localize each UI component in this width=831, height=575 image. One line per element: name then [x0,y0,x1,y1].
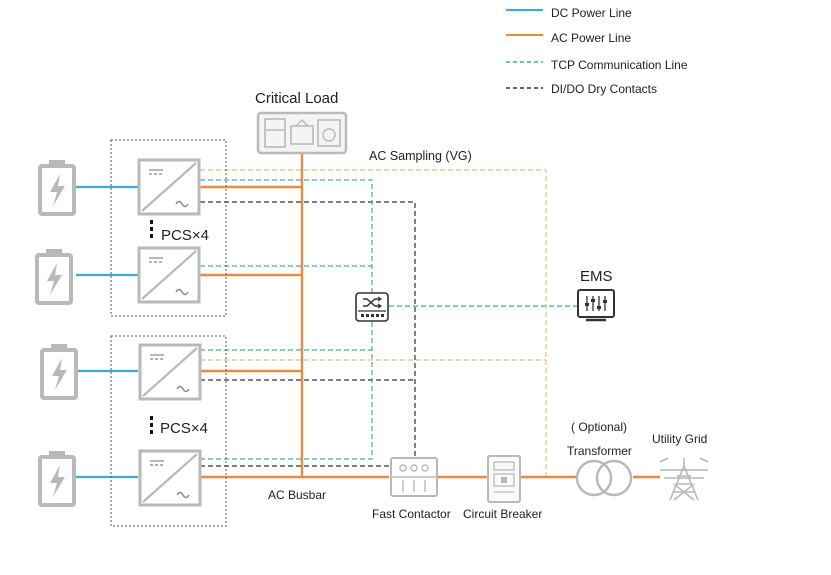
battery-icon [35,247,73,305]
battery-icon [38,158,76,216]
legend-dc-label: DC Power Line [551,6,632,20]
pcs-group-box-2 [110,335,227,527]
legend-dido-label: DI/DO Dry Contacts [551,82,657,96]
pcs-converter-icon [138,343,202,401]
ac-sampling-lines [200,169,547,478]
battery-icon [40,342,78,400]
transformer-icon [575,459,633,497]
pcs-converter-icon [137,158,201,216]
ac-busbar-label: AC Busbar [268,488,326,502]
utility-grid-label: Utility Grid [652,432,707,446]
fast-contactor-label: Fast Contactor [372,507,451,521]
pcs-group-box-1 [110,139,227,317]
pcs-group-2-label: PCS×4 [160,420,208,437]
critical-load-icon [256,111,348,155]
fast-contactor-icon [390,457,438,497]
ac-sampling-label: AC Sampling (VG) [369,149,472,163]
battery-icon [38,449,76,507]
dc-power-lines [76,185,138,479]
ems-label: EMS [580,268,613,285]
utility-grid-tower-icon [659,457,709,501]
dido-lines [200,201,416,467]
circuit-breaker-icon [487,455,521,503]
legend-ac-label: AC Power Line [551,31,631,45]
pcs-converter-icon [137,246,201,304]
pcs-group-1-marker [150,220,153,238]
ac-power-lines [200,150,660,479]
critical-load-label: Critical Load [255,90,338,107]
transformer-label: Transformer [567,444,632,458]
circuit-breaker-label: Circuit Breaker [463,507,542,521]
transformer-optional-label: ( Optional) [571,420,627,434]
pcs-group-1-label: PCS×4 [161,227,209,244]
legend-tcp-label: TCP Communication Line [551,58,688,72]
pcs-converter-icon [138,449,202,507]
pcs-group-2-marker [150,416,153,434]
network-switch-icon [355,292,389,322]
ems-monitor-icon [577,289,615,322]
legend: DC Power Line AC Power Line TCP Communic… [506,6,688,96]
tcp-lines [200,179,578,460]
